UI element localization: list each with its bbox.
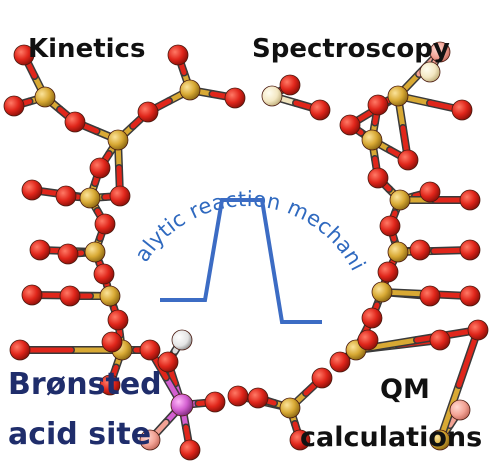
- oxygen-atom: [459, 285, 481, 307]
- silicon-atom: [387, 241, 409, 263]
- oxygen-atom: [339, 114, 361, 136]
- oxygen-atom: [29, 239, 51, 261]
- silicon-atom: [84, 241, 106, 263]
- oxygen-atom: [89, 157, 111, 179]
- oxygen-atom: [279, 74, 301, 96]
- aluminum-atom: [170, 393, 194, 417]
- oxygen-atom: [361, 307, 383, 329]
- oxygen-atom: [179, 439, 201, 461]
- kinetics-label: Kinetics: [28, 34, 146, 64]
- oxygen-atom: [167, 44, 189, 66]
- oxygen-atom: [367, 94, 389, 116]
- oxygen-atom: [357, 329, 379, 351]
- oxygen-atom: [64, 111, 86, 133]
- oxygen-atom: [93, 263, 115, 285]
- silicon-atom: [79, 187, 101, 209]
- oxygen-atom: [21, 179, 43, 201]
- silicon-atom: [261, 85, 283, 107]
- silicon-atom: [371, 281, 393, 303]
- hydrogen-atom: [171, 329, 193, 351]
- silicon-atom: [387, 85, 409, 107]
- energy-profile-line: [160, 198, 322, 324]
- spectroscopy-label: Spectroscopy: [252, 34, 450, 64]
- silicon-atom: [429, 429, 451, 451]
- oxygen-atom: [429, 41, 451, 63]
- oxygen-atom: [109, 185, 131, 207]
- silicon-atom: [107, 129, 129, 151]
- silicon-atom: [361, 129, 383, 151]
- oxygen-atom: [9, 339, 31, 361]
- oxygen-atom: [311, 367, 333, 389]
- oxygen-atom: [289, 429, 311, 451]
- oxygen-atom: [449, 399, 471, 421]
- bronsted-label-line2: acid site: [8, 417, 152, 452]
- oxygen-atom: [204, 391, 226, 413]
- qm-label-line1: QM: [380, 374, 430, 405]
- silicon-atom: [279, 397, 301, 419]
- oxygen-atom: [419, 285, 441, 307]
- oxygen-atom: [101, 331, 123, 353]
- oxygen-atom: [59, 285, 81, 307]
- silicon-atom: [389, 189, 411, 211]
- silicon-atom: [34, 86, 56, 108]
- oxygen-atom: [247, 387, 269, 409]
- atom-layer: [3, 41, 489, 461]
- oxygen-atom: [409, 239, 431, 261]
- oxygen-atom: [467, 319, 489, 341]
- oxygen-atom: [55, 185, 77, 207]
- oxygen-atom: [379, 215, 401, 237]
- silicon-atom: [179, 79, 201, 101]
- oxygen-atom: [13, 44, 35, 66]
- oxygen-atom: [429, 329, 451, 351]
- oxygen-atom: [224, 87, 246, 109]
- oxygen-atom: [227, 385, 249, 407]
- oxygen-atom: [309, 99, 331, 121]
- oxygen-atom: [139, 429, 161, 451]
- oxygen-atom: [377, 261, 399, 283]
- oxygen-atom: [329, 351, 351, 373]
- oxygen-atom: [107, 309, 129, 331]
- oxygen-atom: [397, 149, 419, 171]
- oxygen-atom: [157, 351, 179, 373]
- qm-label-line2: calculations: [300, 422, 483, 453]
- silicon-atom: [419, 61, 441, 83]
- oxygen-atom: [419, 181, 441, 203]
- oxygen-atom: [137, 101, 159, 123]
- oxygen-atom: [451, 99, 473, 121]
- oxygen-atom: [57, 243, 79, 265]
- oxygen-atom: [99, 374, 121, 396]
- oxygen-atom: [139, 339, 161, 361]
- oxygen-atom: [3, 95, 25, 117]
- oxygen-atom: [459, 189, 481, 211]
- oxygen-atom: [367, 167, 389, 189]
- oxygen-atom: [94, 213, 116, 235]
- oxygen-atom: [459, 239, 481, 261]
- oxygen-atom: [21, 284, 43, 306]
- silicon-atom: [99, 285, 121, 307]
- bronsted-label-line1: Brønsted: [8, 367, 162, 402]
